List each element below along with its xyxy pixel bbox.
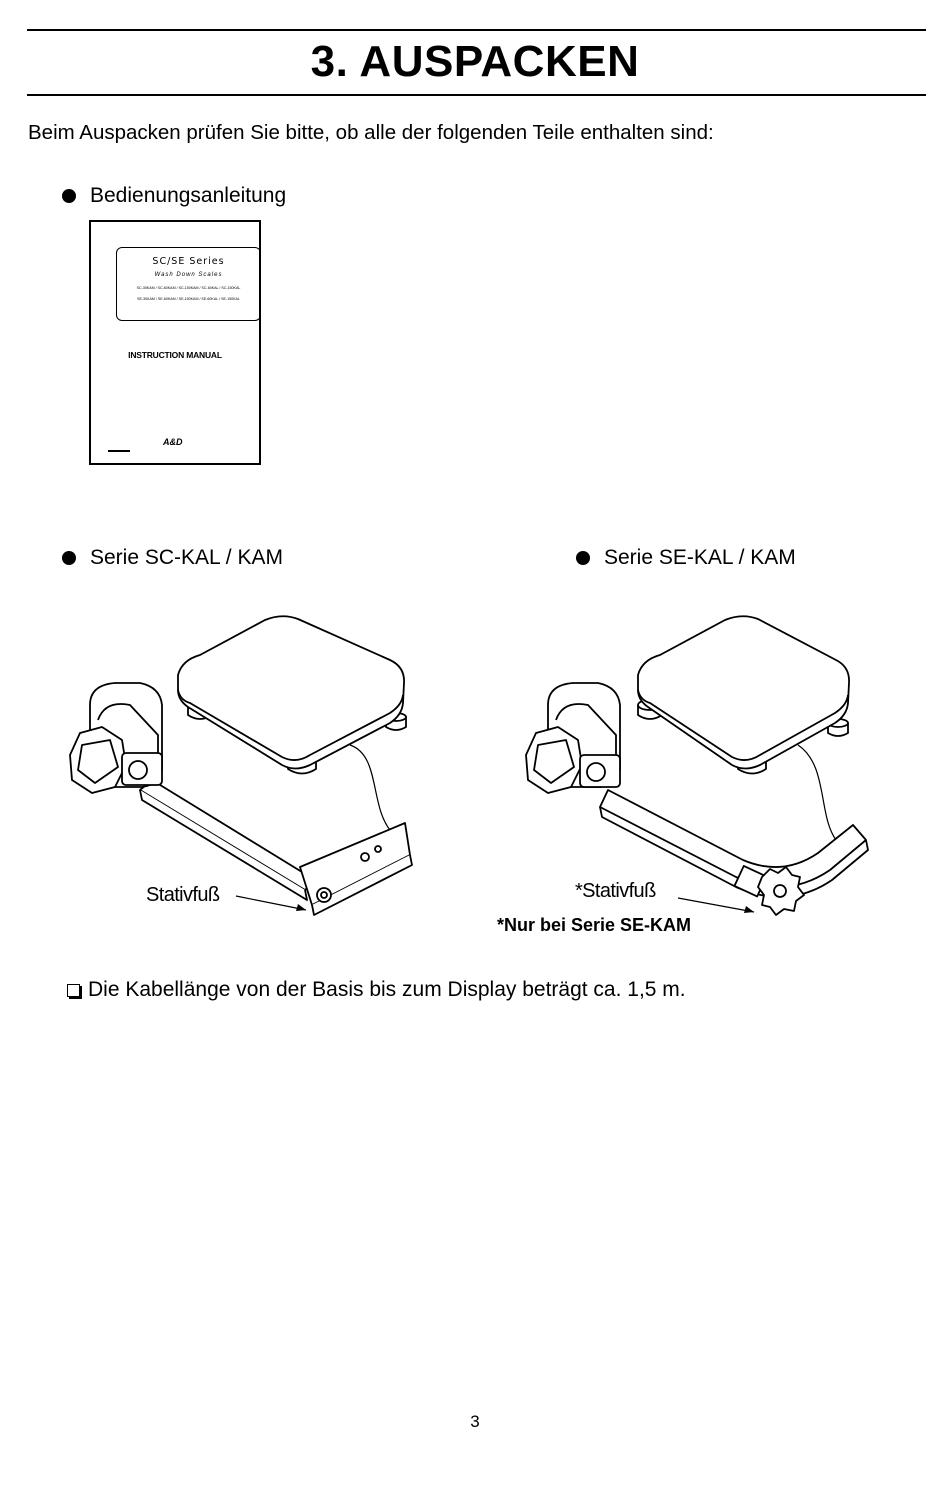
item-label: Serie SC-KAL / KAM [90, 546, 283, 569]
page-title: 3. AUSPACKEN [310, 37, 640, 86]
manual-bar [108, 450, 130, 452]
sc-scale-drawing [69, 615, 413, 916]
manual-models-1: SC-30KAM / SC-60KAM / SC-150KAM / SC-60K… [136, 286, 241, 290]
manual-cover: SC/SE Series Wash Down Scales SC-30KAM /… [89, 220, 261, 465]
bullet-icon [62, 551, 76, 565]
manual-logo: A&D [163, 437, 183, 447]
stativ-label-se: *Stativfuß [575, 880, 656, 902]
manual-title-box: SC/SE Series Wash Down Scales SC-30KAM /… [116, 247, 261, 321]
manual-subtitle: Wash Down Scales [154, 272, 223, 278]
item-se-series: Serie SE-KAL / KAM [576, 545, 796, 571]
checkbox-icon [67, 983, 82, 999]
manual-models-2: SE-30KAM / SE-60KAM / SE-150KAM / SE-60K… [137, 297, 240, 301]
stativ-pointer-sc [235, 895, 307, 911]
item-label: Serie SE-KAL / KAM [604, 546, 796, 569]
bullet-icon [62, 189, 76, 203]
page-number: 3 [470, 1412, 480, 1431]
bullet-icon [576, 551, 590, 565]
cable-note-text: Die Kabellänge von der Basis bis zum Dis… [88, 978, 686, 1001]
cable-note: Die Kabellänge von der Basis bis zum Dis… [67, 977, 686, 1003]
stativ-pointer-se [677, 897, 755, 913]
manual-instruction: INSTRUCTION MANUAL [128, 350, 222, 360]
top-rule [27, 29, 926, 31]
se-kam-note: *Nur bei Serie SE-KAM [497, 915, 692, 935]
item-label: Bedienungsanleitung [90, 184, 287, 207]
title-underline [27, 94, 926, 96]
manual-series: SC/SE Series [152, 256, 225, 267]
item-sc-series: Serie SC-KAL / KAM [62, 545, 283, 571]
stativ-label-sc: Stativfuß [146, 884, 220, 906]
intro-text: Beim Auspacken prüfen Sie bitte, ob alle… [28, 121, 714, 144]
item-manual: Bedienungsanleitung [62, 183, 286, 209]
se-scale-drawing [525, 615, 869, 916]
